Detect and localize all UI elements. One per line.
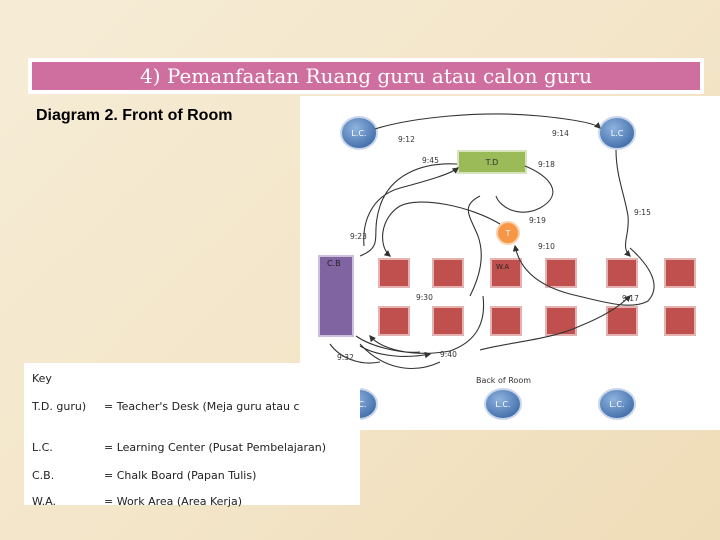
time-labels: 9:12 9:14 9:45 9:18 9:15 9:19 9:23 9:10 … (337, 129, 651, 362)
student-desk (378, 306, 410, 336)
wa-label: W.A (496, 263, 509, 271)
cb-label: C.B (327, 259, 341, 268)
student-desk (490, 306, 522, 336)
classroom-diagram: L.C. L.C L.C. L.C. L.C. T.D T (300, 96, 720, 430)
key-definition: = Work Area (Area Kerja) (104, 495, 243, 508)
time-label: 9:18 (538, 160, 555, 169)
lc-label: L.C. (495, 400, 510, 409)
key-term: L.C. (32, 441, 53, 454)
key-term: W.A. (32, 495, 56, 508)
time-label: 9:14 (552, 129, 569, 138)
time-label: 9:40 (440, 350, 457, 359)
key-definition: = Chalk Board (Papan Tulis) (104, 469, 257, 482)
td-label: T.D (485, 158, 499, 167)
slide-title-bar: 4) Pemanfaatan Ruang guru atau calon gur… (28, 58, 704, 94)
student-desk (606, 306, 638, 336)
lc-label: L.C. (351, 129, 366, 138)
legend-key: Key T.D. guru) = Teacher's Desk (Meja gu… (24, 363, 360, 508)
chalk-board: C.B (318, 255, 354, 337)
student-desk (432, 306, 464, 336)
slide-title: 4) Pemanfaatan Ruang guru atau calon gur… (32, 62, 700, 90)
work-area: W.A (490, 258, 522, 288)
time-label: 9:15 (634, 208, 651, 217)
time-label: 9:23 (350, 232, 367, 241)
teacher-label: T (505, 229, 511, 238)
teacher-marker: T (496, 221, 520, 245)
time-label: 9:10 (538, 242, 555, 251)
learning-center-bottom-middle: L.C. (484, 388, 522, 420)
time-label: 9:45 (422, 156, 439, 165)
student-desk (545, 306, 577, 336)
student-desk (432, 258, 464, 288)
key-title: Key (32, 372, 52, 385)
learning-center-top-left: L.C. (340, 116, 378, 150)
time-label: 9:30 (416, 293, 433, 302)
key-term: C.B. (32, 469, 55, 482)
student-desk (606, 258, 638, 288)
key-definition: = Teacher's Desk (Meja guru atau c (104, 400, 300, 413)
classroom-diagram-svg: L.C. L.C L.C. L.C. L.C. T.D T (318, 113, 696, 420)
key-definition: = Learning Center (Pusat Pembelajaran) (104, 441, 327, 454)
key-term: T.D. guru) (32, 400, 87, 413)
learning-center-bottom-right: L.C. (598, 388, 636, 420)
student-desk (378, 258, 410, 288)
student-desk (545, 258, 577, 288)
lc-label: L.C (611, 129, 624, 138)
student-desk (664, 258, 696, 288)
teacher-movement-path (329, 113, 655, 369)
time-label: 9:19 (529, 216, 546, 225)
student-desk (664, 306, 696, 336)
teacher-desk: T.D (457, 150, 527, 174)
time-label: 9:32 (337, 353, 354, 362)
back-of-room-label: Back of Room (476, 376, 531, 385)
diagram-heading: Diagram 2. Front of Room (36, 107, 233, 124)
learning-center-top-right: L.C (598, 116, 636, 150)
time-label: 9:12 (398, 135, 415, 144)
time-label: 9:17 (622, 294, 639, 303)
lc-label: L.C. (609, 400, 624, 409)
